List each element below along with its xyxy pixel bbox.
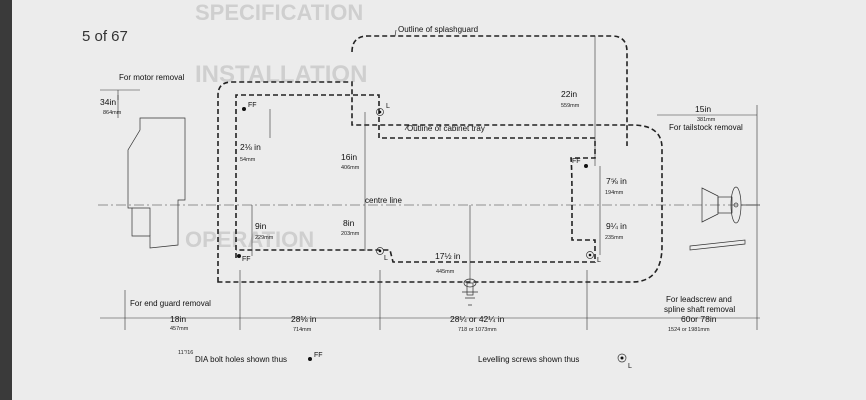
splashguard-leader bbox=[394, 29, 397, 37]
ghost-heading-installation: INSTALLATION bbox=[195, 61, 367, 88]
bolt-hole-top-left: FF bbox=[242, 102, 257, 111]
ghost-heading-specification: SPECIFICATION bbox=[195, 0, 363, 25]
cabinet-tray-outline bbox=[217, 81, 663, 283]
levelling-screw-right: L bbox=[586, 251, 601, 264]
left-edge-bar bbox=[0, 0, 12, 400]
dim-60-in: 60or 78in bbox=[681, 314, 717, 324]
bed-inner-outline bbox=[235, 94, 596, 263]
dim-16-mm: 406mm bbox=[341, 165, 360, 171]
dim-28b-in: 28¼ or 42¼ in bbox=[450, 314, 505, 324]
label-splashguard: Outline of splashguard bbox=[398, 25, 478, 34]
dim-7-in: 7⅝ in bbox=[606, 176, 627, 186]
dim-15-mm: 381mm bbox=[697, 117, 716, 123]
bolt-fraction: 11"/16 bbox=[178, 350, 193, 356]
label-levelling-screws: Levelling screws shown thus bbox=[478, 355, 579, 364]
dim-16-in: 16in bbox=[341, 152, 357, 162]
splashguard-outline bbox=[351, 35, 628, 146]
tailstock-handwheel-drawing bbox=[701, 186, 760, 224]
bolt-ff-label: FF bbox=[242, 256, 251, 263]
dim-2q-in: 2⅛ in bbox=[240, 142, 261, 152]
dim-18-mm: 457mm bbox=[170, 326, 189, 332]
dim-22-in: 22in bbox=[561, 89, 577, 99]
bolt-hole-legend: 11"/16 DIA bolt holes shown thus FF bbox=[178, 350, 323, 364]
dim-2q-mm: 54mm bbox=[240, 157, 256, 163]
dim-28-mm: 714mm bbox=[293, 327, 312, 333]
screw-l-label: L bbox=[597, 257, 601, 264]
bolt-ff-label: FF bbox=[572, 158, 581, 165]
levelling-screw-middle: L bbox=[376, 247, 388, 262]
bolt-ff-label: FF bbox=[248, 102, 257, 109]
levelling-jack-drawing bbox=[462, 278, 478, 306]
dim-17-mm: 445mm bbox=[436, 269, 455, 275]
dim-9-in: 9in bbox=[255, 221, 267, 231]
bolt-hole-bottom-left: FF bbox=[237, 254, 251, 263]
dim-9r-mm: 235mm bbox=[605, 235, 624, 241]
screw-l-label: L bbox=[386, 103, 390, 110]
dim-18-in: 18in bbox=[170, 314, 186, 324]
dim-22-mm: 559mm bbox=[561, 103, 580, 109]
motor-inner-line bbox=[132, 207, 151, 236]
label-end-guard-removal: For end guard removal bbox=[130, 299, 211, 308]
dim-28-in: 28⅛ in bbox=[291, 314, 317, 324]
dim-34-mm: 864mm bbox=[103, 110, 122, 116]
dim-17-in: 17½ in bbox=[435, 251, 461, 261]
background-ghost-text: SPECIFICATION INSTALLATION OPERATION bbox=[185, 0, 367, 252]
dim-8-in: 8in bbox=[343, 218, 355, 228]
label-tailstock-removal: For tailstock removal bbox=[669, 123, 743, 132]
legend-ff-label: FF bbox=[314, 352, 323, 359]
dim-60-mm: 1524 or 1981mm bbox=[668, 327, 710, 333]
label-cabinet-tray: Outline of cabinet tray bbox=[407, 124, 485, 133]
label-centre-line: centre line bbox=[365, 196, 402, 205]
legend-l-label: L bbox=[628, 363, 632, 370]
levelling-screw-top: L bbox=[376, 103, 390, 116]
label-motor-removal: For motor removal bbox=[119, 73, 185, 82]
right-bar-shape bbox=[689, 239, 746, 251]
dim-15-in: 15in bbox=[695, 104, 711, 114]
motor-outline bbox=[127, 117, 186, 249]
label-leadscrew-removal-2: spline shaft removal bbox=[664, 305, 735, 314]
dim-9r-in: 9¼ in bbox=[606, 221, 627, 231]
page-counter: 5 of 67 bbox=[78, 28, 132, 45]
dim-8-mm: 203mm bbox=[341, 231, 360, 237]
dim-7-mm: 194mm bbox=[605, 190, 624, 196]
label-bolt-holes: DIA bolt holes shown thus bbox=[195, 355, 287, 364]
dim-28b-mm: 718 or 1073mm bbox=[458, 327, 497, 333]
label-leadscrew-removal-1: For leadscrew and bbox=[666, 295, 732, 304]
tray-leader bbox=[404, 124, 409, 131]
dim-9-mm: 229mm bbox=[255, 235, 274, 241]
screw-l-label: L bbox=[384, 255, 388, 262]
dim-34-in: 34in bbox=[100, 97, 116, 107]
bolt-hole-right: FF bbox=[572, 158, 588, 168]
ghost-heading-operation: OPERATION bbox=[185, 227, 314, 252]
levelling-screws-legend: Levelling screws shown thus L bbox=[478, 353, 632, 370]
